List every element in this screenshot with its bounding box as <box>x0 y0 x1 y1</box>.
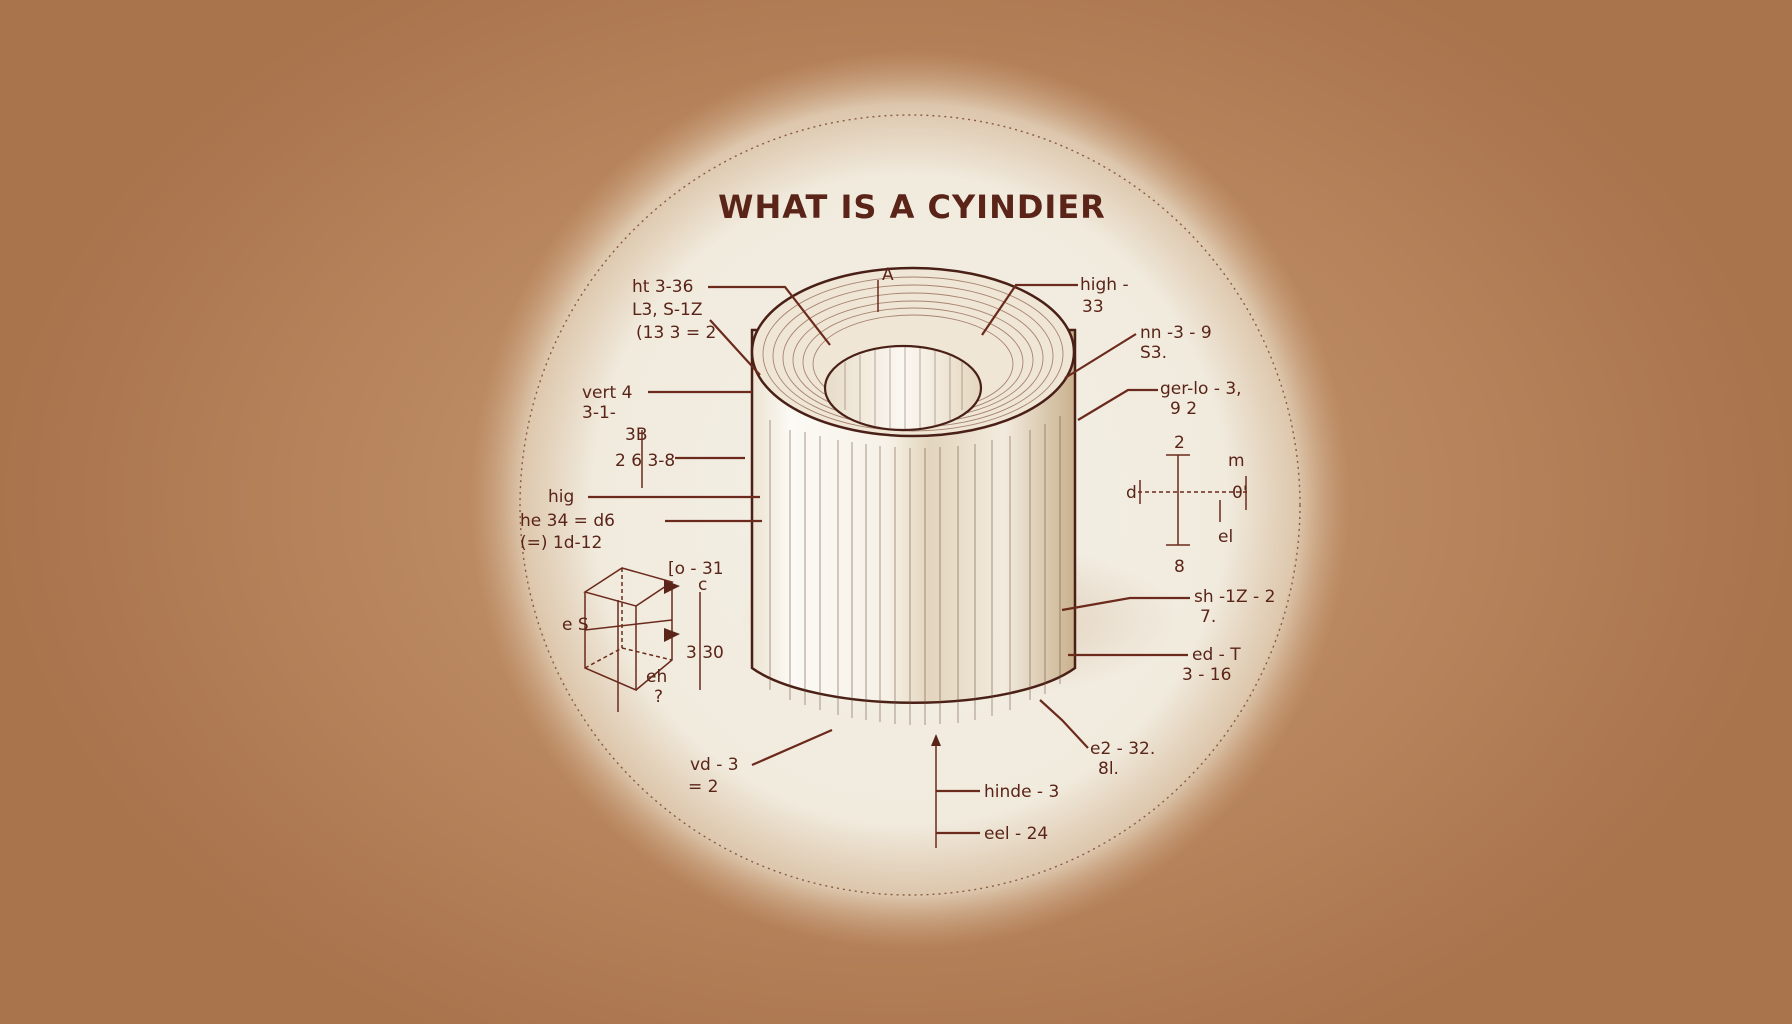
label-r3a: ger-lo - 3, <box>1160 379 1242 399</box>
leader-r5 <box>1061 596 1190 612</box>
annotation-group-left-4: hig he 34 = d6 (=) 1d-12 <box>520 487 762 553</box>
label-l5e: eh <box>646 667 667 687</box>
annotation-group-right-5: sh -1Z - 2 7. <box>1061 587 1275 627</box>
label-r3b: 9 2 <box>1170 399 1197 419</box>
dimension-cross-sketch: 2 m d 0' el 8 <box>1126 433 1250 577</box>
label-l6a: vd - 3 <box>690 755 739 775</box>
label-b1: hinde - 3 <box>984 782 1059 802</box>
label-r4b: m <box>1228 451 1245 471</box>
label-r4c: d <box>1126 483 1137 503</box>
label-l5d: e S <box>562 615 589 635</box>
label-l1a: ht 3-36 <box>632 277 693 297</box>
label-r5a: sh -1Z - 2 <box>1194 587 1275 607</box>
label-l1b: L3, S-1Z <box>632 300 702 320</box>
leader-l1-upper <box>708 285 831 346</box>
diagram-title: WHAT IS A CYINDIER <box>718 188 1106 226</box>
annotation-group-right-1: high - 33 <box>981 275 1129 336</box>
label-l3b: 2 6 3-8 <box>615 451 675 471</box>
leader-r3 <box>1077 388 1158 421</box>
annotation-group-left-1: ht 3-36 L3, S-1Z (13 3 = 2 <box>632 277 831 376</box>
label-r1a: high - <box>1080 275 1129 295</box>
box-sketch: [o - 31 c 3 30 e S eh ? <box>562 559 724 712</box>
label-l5a: [o - 31 <box>668 559 724 579</box>
label-l5b: c <box>698 575 707 595</box>
label-r4a: 2 <box>1174 433 1185 453</box>
label-r6a: ed - T <box>1192 645 1241 665</box>
leader-l6 <box>751 728 833 767</box>
annotation-group-right-3: ger-lo - 3, 9 2 <box>1077 379 1242 421</box>
leader-r7 <box>1039 699 1089 749</box>
label-r4d: 0' <box>1232 483 1248 503</box>
label-r5b: 7. <box>1200 607 1216 627</box>
cylinder-wall-stripes <box>769 416 1061 725</box>
label-r7a: e2 - 32. <box>1090 739 1155 759</box>
label-l4c: (=) 1d-12 <box>520 533 602 553</box>
annotation-group-bottom: hinde - 3 eel - 24 <box>931 734 1059 848</box>
leader-l1-lower <box>709 319 761 376</box>
label-r2a: nn -3 - 9 <box>1140 323 1212 343</box>
cylinder-inner-hole <box>823 344 983 432</box>
label-r1b: 33 <box>1082 297 1104 317</box>
annotation-group-left-6: vd - 3 = 2 <box>688 728 833 797</box>
annotation-group-left-3: 3B 2 6 3-8 <box>615 425 745 488</box>
label-l4b: he 34 = d6 <box>520 511 615 531</box>
label-l2b: 3-1- <box>582 403 616 423</box>
label-l3a: 3B <box>625 425 647 445</box>
annotation-group-right-2: nn -3 - 9 S3. <box>1064 323 1212 379</box>
label-l4a: hig <box>548 487 574 507</box>
label-l5c: 3 30 <box>686 643 724 663</box>
top-mark-label: A <box>882 265 894 285</box>
annotation-group-right-6: ed - T 3 - 16 <box>1068 645 1241 685</box>
label-r2b: S3. <box>1140 343 1167 363</box>
label-r6b: 3 - 16 <box>1182 665 1231 685</box>
leader-r1 <box>981 283 1078 336</box>
label-r4f: 8 <box>1174 557 1185 577</box>
label-l5f: ? <box>654 687 663 707</box>
cylinder-shape <box>750 266 1077 725</box>
dotted-circle-outline <box>519 114 1301 896</box>
label-r7b: 8l. <box>1098 759 1119 779</box>
annotation-group-right-7: e2 - 32. 8l. <box>1039 699 1155 779</box>
label-b2: eel - 24 <box>984 824 1048 844</box>
annotation-group-left-2: vert 4 3-1- <box>582 383 752 423</box>
label-l6b: = 2 <box>688 777 718 797</box>
label-r4e: el <box>1218 527 1233 547</box>
label-l2a: vert 4 <box>582 383 632 403</box>
inner-hole-stripes <box>844 347 963 429</box>
label-l1c: (13 3 = 2 <box>636 323 716 343</box>
leader-r2 <box>1064 333 1137 379</box>
